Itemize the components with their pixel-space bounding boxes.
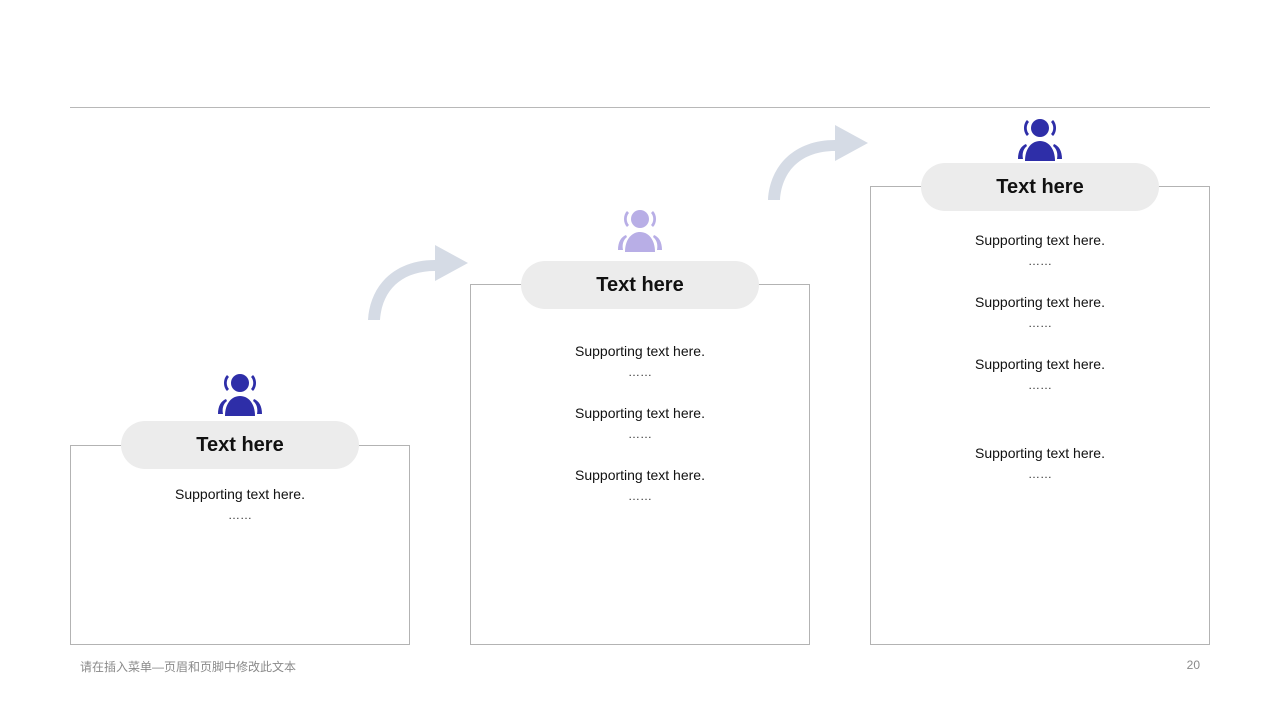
step-3-item-2: Supporting text here. …… — [870, 294, 1210, 330]
step-1-title-pill: Text here — [121, 421, 359, 469]
top-divider-line — [70, 107, 1210, 108]
step-2-item-1-dots: …… — [628, 365, 652, 379]
footer-text: 请在插入菜单—页眉和页脚中修改此文本 — [80, 660, 297, 674]
step-3-title: Text here — [996, 175, 1084, 198]
step-3-item-3-dots: …… — [1028, 378, 1052, 392]
step-3-item-4-dots: …… — [1028, 467, 1052, 481]
step-3-title-pill: Text here — [921, 163, 1159, 211]
step-2-item-1-text: Supporting text here. — [575, 343, 705, 359]
step-1-title: Text here — [196, 433, 284, 456]
step-1-panel — [70, 445, 410, 645]
step-2-body: Supporting text here. …… Supporting text… — [470, 343, 810, 503]
step-3-item-4-text: Supporting text here. — [975, 445, 1105, 461]
step-3-item-1: Supporting text here. …… — [870, 232, 1210, 268]
step-2-item-3-dots: …… — [628, 489, 652, 503]
step-3-body: Supporting text here. …… Supporting text… — [870, 232, 1210, 481]
curved-arrow-icon — [768, 125, 868, 200]
step-3-panel — [870, 186, 1210, 645]
step-3-item-2-dots: …… — [1028, 316, 1052, 330]
step-1-item-1-text: Supporting text here. — [175, 486, 305, 502]
step-3-item-1-dots: …… — [1028, 254, 1052, 268]
step-2-item-2-text: Supporting text here. — [575, 405, 705, 421]
step-3-item-3-text: Supporting text here. — [975, 356, 1105, 372]
step-1-body: Supporting text here. …… — [70, 486, 410, 522]
step-2-item-2-dots: …… — [628, 427, 652, 441]
curved-arrow-icon — [368, 245, 468, 320]
step-1-item-1-dots: …… — [228, 508, 252, 522]
step-2-panel — [470, 284, 810, 645]
people-group-icon — [218, 374, 262, 416]
step-3-item-4: Supporting text here. …… — [870, 445, 1210, 481]
step-3-item-2-text: Supporting text here. — [975, 294, 1105, 310]
step-2-item-3: Supporting text here. …… — [470, 467, 810, 503]
step-2-item-2: Supporting text here. …… — [470, 405, 810, 441]
step-3-item-1-text: Supporting text here. — [975, 232, 1105, 248]
step-2-title: Text here — [596, 273, 684, 296]
step-2-item-3-text: Supporting text here. — [575, 467, 705, 483]
people-group-icon — [1018, 119, 1062, 161]
step-2-title-pill: Text here — [521, 261, 759, 309]
people-group-icon — [618, 210, 662, 252]
step-2-item-1: Supporting text here. …… — [470, 343, 810, 379]
page-number: 20 — [1186, 658, 1200, 672]
step-3-item-3: Supporting text here. …… — [870, 356, 1210, 392]
